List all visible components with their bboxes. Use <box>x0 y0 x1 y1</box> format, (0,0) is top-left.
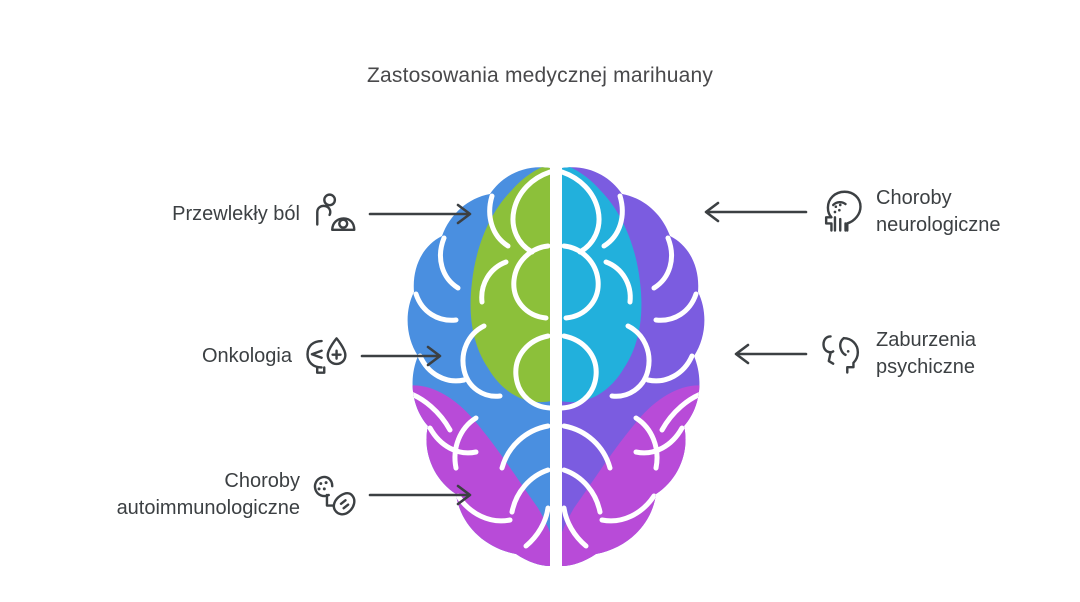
arrow-right-icon <box>368 202 480 226</box>
page-title: Zastosowania medycznej marihuany <box>366 64 714 87</box>
callout-chronic-pain[interactable]: Przewlekły ból <box>0 192 480 236</box>
bacteria-cells-icon <box>312 473 356 517</box>
head-profile-icon <box>820 332 864 376</box>
callout-neurological-diseases[interactable]: Choroby neurologiczne <box>700 185 1080 239</box>
brain-right-hemisphere <box>562 167 705 567</box>
arrow-left-icon <box>730 342 808 366</box>
callout-label-neurological-diseases: Choroby neurologiczne <box>876 187 1001 236</box>
callout-oncology[interactable]: Onkologia <box>0 334 450 378</box>
arrow-right-icon <box>360 344 450 368</box>
callout-label-chronic-pain: Przewlekły ból <box>172 202 300 225</box>
callout-label-oncology: Onkologia <box>201 344 292 367</box>
brain-sulci-right <box>562 169 705 549</box>
brain-illustration <box>406 150 706 570</box>
arrow-right-icon <box>368 483 480 507</box>
callout-label-autoimmune-diseases: Choroby autoimmunologiczne <box>116 470 300 519</box>
arrow-left-icon <box>700 200 808 224</box>
back-pain-person-icon <box>312 192 356 236</box>
head-neurology-icon <box>820 190 864 234</box>
callout-autoimmune-diseases[interactable]: Choroby autoimmunologiczne <box>0 468 480 522</box>
brain-central-fissure <box>552 150 560 570</box>
iv-drip-blood-drop-icon <box>304 334 348 378</box>
callout-mental-disorders[interactable]: Zaburzenia psychiczne <box>730 327 1080 381</box>
callout-label-mental-disorders: Zaburzenia psychiczne <box>876 329 977 378</box>
